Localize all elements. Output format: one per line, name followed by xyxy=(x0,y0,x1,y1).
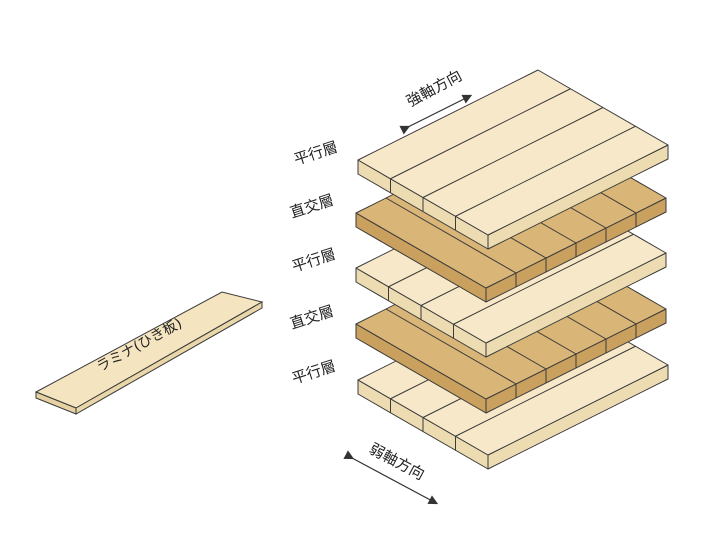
board-seam xyxy=(453,233,634,325)
layer-label-3: 平行層 xyxy=(290,245,338,276)
clt-layer-1 xyxy=(357,69,669,250)
board-seam xyxy=(385,197,517,274)
weak-axis-indicator: 弱軸方向 xyxy=(343,440,439,505)
lamina-board: ラミナ(ひき板) xyxy=(34,291,264,415)
weak-axis-arrow xyxy=(343,450,439,505)
layer-labels: 平行層 直交層 平行層 直交層 平行層 xyxy=(288,138,340,388)
board-seam xyxy=(455,125,636,217)
layer-label-5: 平行層 xyxy=(290,357,338,388)
board-seam xyxy=(422,107,604,198)
clt-panel-stack xyxy=(355,69,669,470)
board-seam xyxy=(455,345,636,437)
layer-label-1: 平行層 xyxy=(292,138,340,169)
layer-label-2: 直交層 xyxy=(288,191,336,222)
layer-label-4: 直交層 xyxy=(288,302,336,333)
board-seam xyxy=(390,88,571,180)
board-seam xyxy=(385,308,517,385)
strong-axis-arrow xyxy=(399,94,473,135)
weak-axis-label: 弱軸方向 xyxy=(366,440,427,484)
strong-axis-label: 強軸方向 xyxy=(403,66,464,110)
